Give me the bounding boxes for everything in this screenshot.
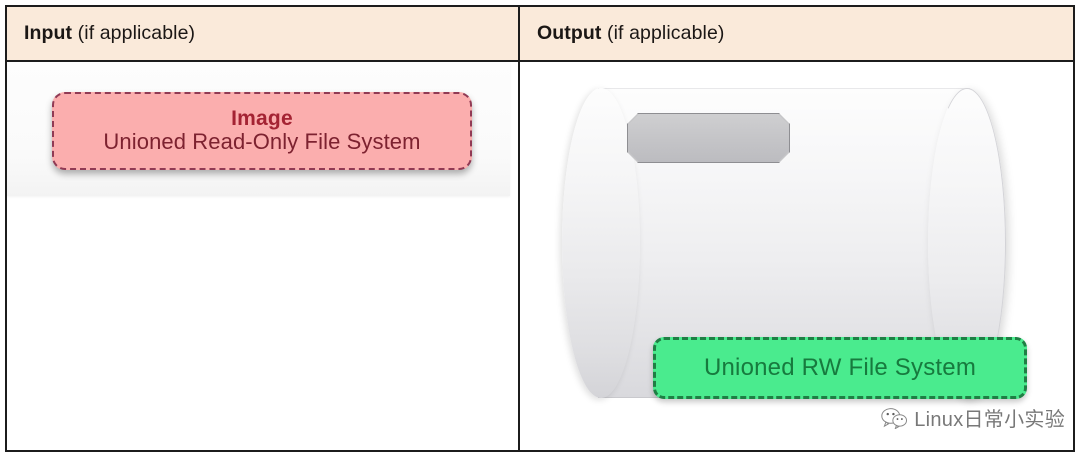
input-header-light: (if applicable) — [72, 22, 196, 44]
image-box-subtitle: Unioned Read-Only File System — [103, 129, 421, 155]
rw-file-system-label: Unioned RW File System — [703, 354, 977, 381]
image-box: Image Unioned Read-Only File System — [52, 92, 472, 170]
output-cell: Unioned RW File System Linux日常小实验 — [520, 62, 1073, 450]
body-column-divider — [518, 62, 520, 450]
header-column-divider — [518, 7, 520, 60]
output-column-header: Output (if applicable) — [520, 7, 1073, 60]
input-panel: Image Unioned Read-Only File System — [7, 62, 510, 196]
beveled-plate-icon — [627, 113, 790, 163]
output-header-strong: Output — [537, 22, 602, 44]
watermark-text: Linux日常小实验 — [914, 409, 1065, 431]
image-box-title: Image — [231, 106, 293, 130]
input-column-header: Input (if applicable) — [7, 7, 518, 60]
input-header-text: Input (if applicable) — [24, 22, 195, 45]
output-header-text: Output (if applicable) — [537, 22, 725, 45]
beveled-plate-fill — [628, 114, 789, 162]
header-body-divider — [7, 60, 1073, 62]
input-cell: Image Unioned Read-Only File System — [7, 62, 518, 450]
watermark: Linux日常小实验 — [881, 403, 1065, 432]
rw-file-system-box: Unioned RW File System — [653, 337, 1027, 399]
input-output-comparison-table: Input (if applicable) Output (if applica… — [5, 5, 1075, 452]
input-header-strong: Input — [24, 22, 73, 44]
wechat-icon — [881, 407, 908, 429]
output-header-light: (if applicable) — [601, 22, 725, 44]
cylinder-icon: Unioned RW File System — [562, 88, 1027, 399]
